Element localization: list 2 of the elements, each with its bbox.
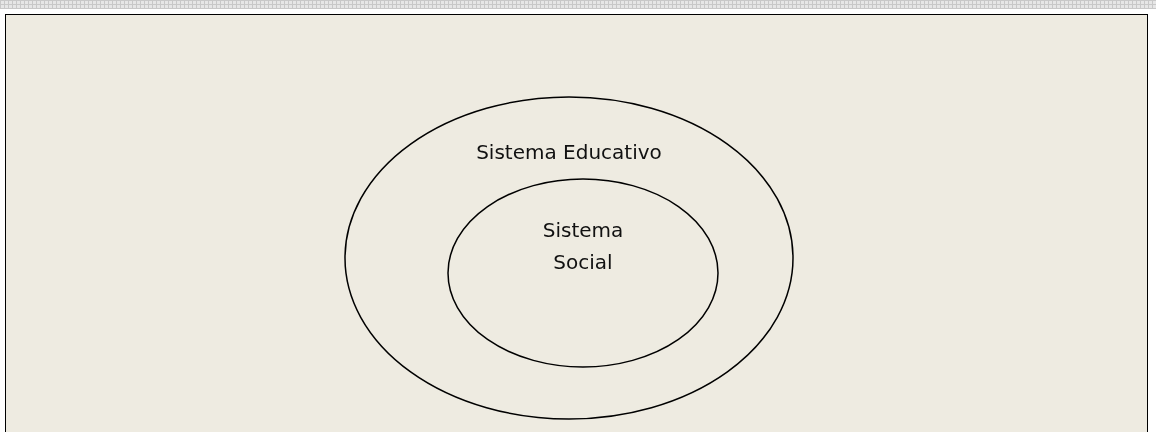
set-label: Sistema Educativo	[475, 139, 663, 166]
set-label: Sistema Social	[541, 217, 625, 276]
